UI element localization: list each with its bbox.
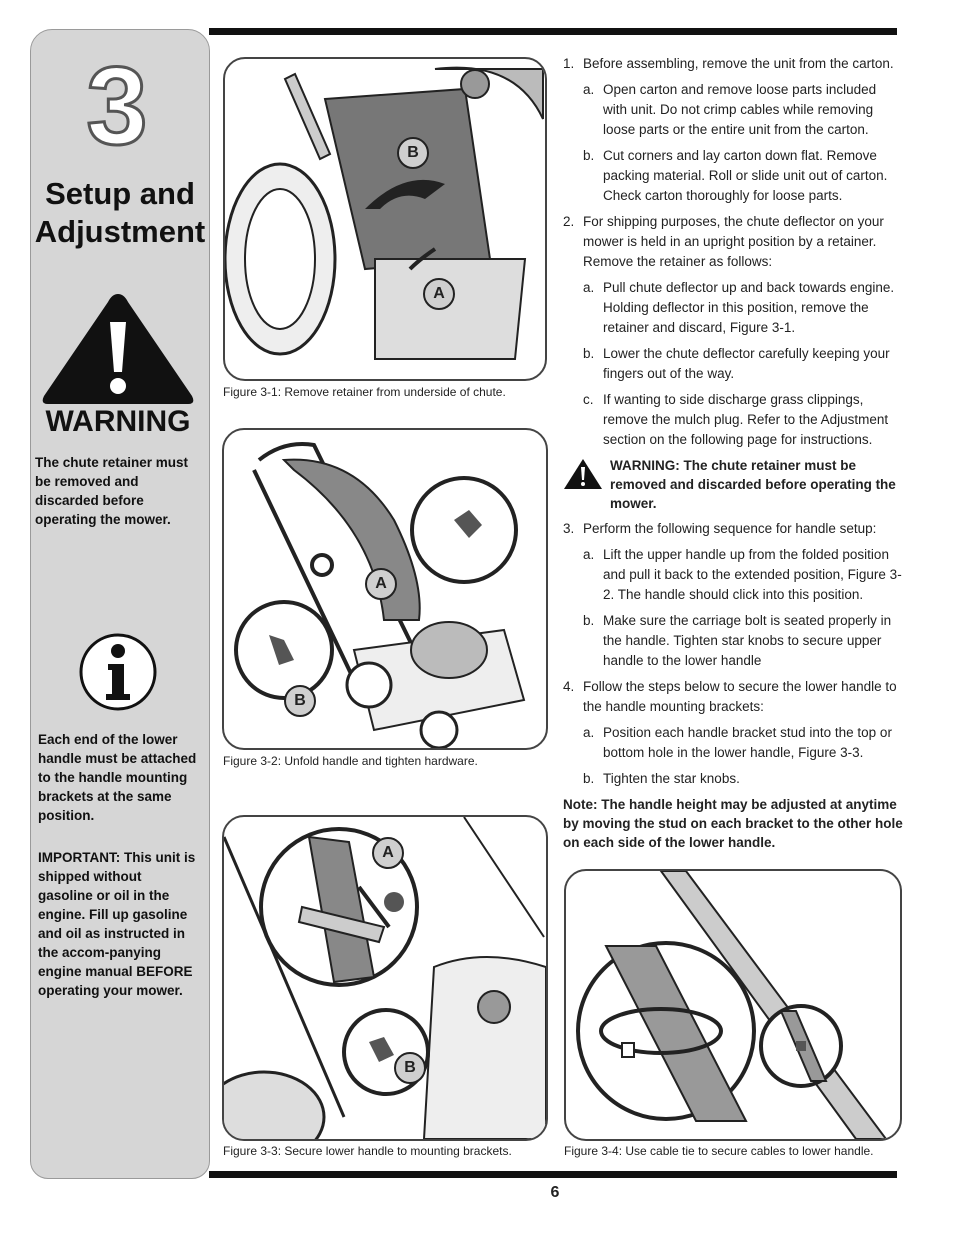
substep-letter: c. [583,392,594,407]
substep-letter: a. [583,280,595,295]
substep-letter: b. [583,346,595,361]
step-3-b: b. Make sure the carriage bolt is seated… [563,611,903,671]
substep-text: Open carton and remove loose parts inclu… [603,82,877,137]
substep-letter: b. [583,771,595,786]
substep-text: Tighten the star knobs. [603,771,740,786]
step-2-c: c. If wanting to side discharge grass cl… [563,390,903,450]
callout-a: A [423,278,455,310]
step-text: Before assembling, remove the unit from … [583,56,894,71]
callout-b: B [397,137,429,169]
inline-warning: WARNING: The chute retainer must be remo… [563,456,903,513]
chapter-title-line1: Setup and [45,176,195,211]
step-1-a: a. Open carton and remove loose parts in… [563,80,903,140]
page-number: 6 [550,1184,560,1201]
info-icon [79,633,157,711]
step-3: 3. Perform the following sequence for ha… [563,519,903,539]
step-number: 3. [563,521,575,536]
step-3-a: a. Lift the upper handle up from the fol… [563,545,903,605]
note-text: Note: The handle height may be adjusted … [563,797,903,850]
substep-text: Pull chute deflector up and back towards… [603,280,895,335]
figure-3-1-caption: Figure 3-1: Remove retainer from undersi… [223,385,506,399]
warning-text: The chute retainer must be removed and d… [35,455,189,527]
figure-3-1: B A [223,57,547,381]
substep-letter: b. [583,148,595,163]
step-number: 4. [563,679,575,694]
sidebar-panel [30,29,210,1179]
substep-text: Lower the chute deflector carefully keep… [603,346,890,381]
substep-text: If wanting to side discharge grass clipp… [603,392,889,447]
info-text: Each end of the lower handle must be att… [38,732,197,823]
step-text: Follow the steps below to secure the low… [583,679,897,714]
step-2-b: b. Lower the chute deflector carefully k… [563,344,903,384]
figure-3-4 [564,869,902,1141]
substep-letter: a. [583,725,595,740]
warning-triangle-icon [564,459,602,489]
step-4: 4. Follow the steps below to secure the … [563,677,903,717]
figure-3-3-caption: Figure 3-3: Secure lower handle to mount… [223,1144,512,1158]
figure-3-1-illustration [225,66,544,360]
step-number: 1. [563,56,575,71]
substep-text: Lift the upper handle up from the folded… [603,547,902,602]
step-1-b: b. Cut corners and lay carton down flat.… [563,146,903,206]
figure-3-4-caption: Figure 3-4: Use cable tie to secure cabl… [564,1144,874,1158]
important-text: IMPORTANT: This unit is shipped without … [38,850,196,998]
warning-triangle-icon [42,294,194,404]
step-4-a: a. Position each handle bracket stud int… [563,723,903,763]
chapter-title-line2: Adjustment [34,214,206,249]
substep-text: Make sure the carriage bolt is seated pr… [603,613,892,668]
warning-label: WARNING [45,405,191,438]
step-number: 2. [563,214,575,229]
chapter-title: Setup and Adjustment [32,175,208,251]
chapter-number: 3 [85,45,149,168]
figure-3-2-illustration [234,442,526,748]
callout-a: A [365,568,397,600]
substep-text: Cut corners and lay carton down flat. Re… [603,148,888,203]
figure-3-3-illustration [224,817,546,1139]
step-2: 2. For shipping purposes, the chute defl… [563,212,903,272]
figure-3-2: A B [222,428,548,750]
callout-b: B [394,1052,426,1084]
inline-warning-text: WARNING: The chute retainer must be remo… [610,458,896,511]
figure-3-3: A B [222,815,548,1141]
step-2-a: a. Pull chute deflector up and back towa… [563,278,903,338]
step-text: For shipping purposes, the chute deflect… [583,214,884,269]
figure-3-4-illustration [576,871,888,1139]
step-4-b: b. Tighten the star knobs. [563,769,903,789]
instructions-column: 1. Before assembling, remove the unit fr… [563,54,903,852]
substep-letter: a. [583,547,595,562]
top-rule [209,28,897,35]
substep-letter: b. [583,613,595,628]
callout-b: B [284,685,316,717]
step-1: 1. Before assembling, remove the unit fr… [563,54,903,74]
substep-letter: a. [583,82,595,97]
figure-3-2-caption: Figure 3-2: Unfold handle and tighten ha… [223,754,478,768]
substep-text: Position each handle bracket stud into t… [603,725,892,760]
bottom-rule [209,1171,897,1178]
step-text: Perform the following sequence for handl… [583,521,877,536]
callout-a: A [372,837,404,869]
